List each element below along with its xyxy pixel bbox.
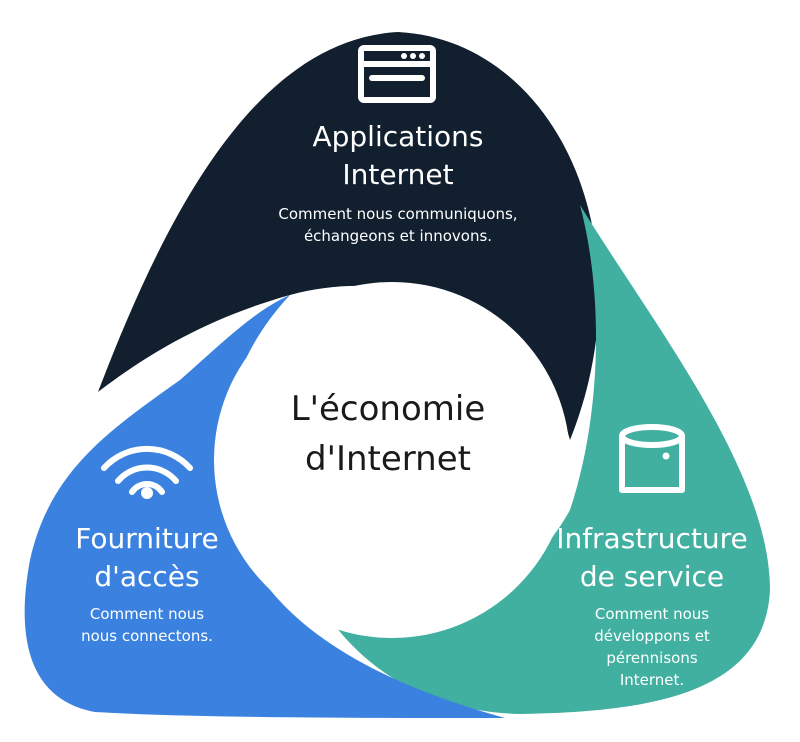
infrastructure-title-line-1: Infrastructure [556, 522, 748, 555]
segment-access [24, 295, 506, 718]
center-title-line-1: L'économie [291, 389, 486, 429]
access-title-line-1: Fourniture [75, 522, 218, 555]
infrastructure-desc-line-2: développons et [594, 627, 710, 645]
access-title-line-2: d'accès [94, 560, 199, 593]
wifi-icon [101, 445, 193, 499]
infrastructure-title-line-2: de service [580, 560, 724, 593]
segment-applications [98, 32, 599, 440]
applications-desc-line-1: Comment nous communiquons, [278, 205, 517, 223]
access-desc-line-2: nous connectons. [81, 627, 213, 645]
infrastructure-desc-line-3: pérennisons [606, 649, 697, 667]
browser-window-icon [358, 45, 436, 103]
center-circle [214, 282, 570, 638]
infrastructure-desc-line-1: Comment nous [595, 605, 709, 623]
access-desc-line-1: Comment nous [90, 605, 204, 623]
applications-title-line-1: Applications [312, 120, 483, 153]
segment-infrastructure [322, 205, 770, 714]
applications-desc-line-2: échangeons et innovons. [304, 227, 492, 245]
center-title-line-2: d'Internet [305, 439, 471, 479]
database-icon [619, 424, 685, 493]
infrastructure-desc-line-4: Internet. [620, 671, 684, 689]
applications-title-line-2: Internet [342, 158, 453, 191]
